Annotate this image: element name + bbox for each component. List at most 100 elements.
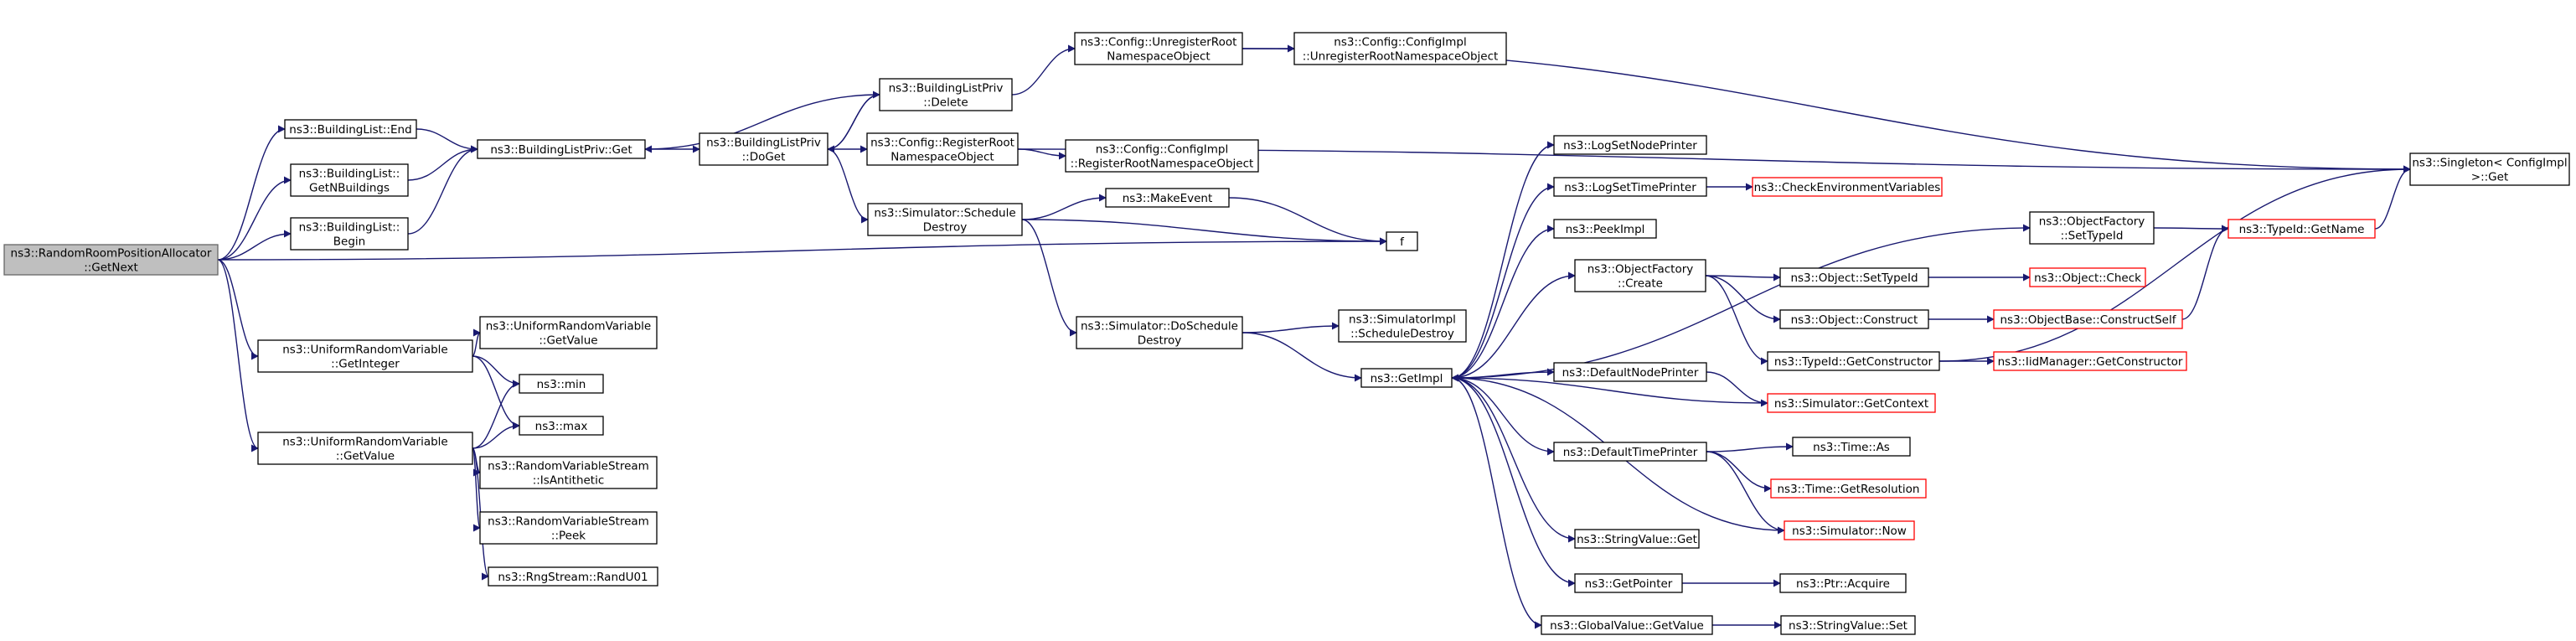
node-box[interactable] (1574, 529, 1700, 549)
node-strval-get[interactable]: ns3::StringValue::Get (1574, 529, 1700, 549)
node-rvs-anti[interactable]: ns3::RandomVariableStream::IsAntithetic (479, 456, 658, 489)
node-box[interactable] (1770, 478, 1927, 499)
node-make-event[interactable]: ns3::MakeEvent (1105, 188, 1230, 208)
node-box[interactable] (1105, 188, 1230, 208)
node-box[interactable] (1386, 231, 1418, 251)
node-cfg-reg[interactable]: ns3::Config::RegisterRootNamespaceObject (866, 132, 1019, 166)
node-box[interactable] (290, 163, 409, 197)
node-box[interactable] (257, 339, 473, 373)
node-box[interactable] (1784, 520, 1915, 540)
node-box[interactable] (479, 511, 658, 545)
node-peekimpl[interactable]: ns3::PeekImpl (1553, 219, 1657, 239)
node-of-create[interactable]: ns3::ObjectFactory::Create (1574, 259, 1706, 292)
node-getpointer[interactable]: ns3::GetPointer (1574, 573, 1683, 593)
node-min[interactable]: ns3::min (519, 374, 604, 394)
node-cfgimpl-unreg[interactable]: ns3::Config::ConfigImpl::UnregisterRootN… (1293, 32, 1507, 65)
node-box[interactable] (1553, 219, 1657, 239)
node-blp-get[interactable]: ns3::BuildingListPriv::Get (477, 139, 646, 159)
node-box[interactable] (1792, 437, 1911, 457)
node-box[interactable] (879, 78, 1013, 111)
node-box[interactable] (1293, 32, 1507, 65)
node-sim-sched[interactable]: ns3::Simulator::ScheduleDestroy (867, 203, 1023, 236)
node-bl-end[interactable]: ns3::BuildingList::End (284, 119, 417, 139)
node-obj-construct[interactable]: ns3::Object::Construct (1779, 309, 1929, 329)
node-strval-set[interactable]: ns3::StringValue::Set (1780, 615, 1916, 635)
node-log-node[interactable]: ns3::LogSetNodePrinter (1553, 135, 1707, 155)
node-box[interactable] (257, 432, 473, 465)
node-obj-check[interactable]: ns3::Object::Check (2029, 267, 2146, 287)
node-box[interactable] (3, 244, 219, 276)
node-box[interactable] (519, 374, 604, 394)
node-sim-getctx[interactable]: ns3::Simulator::GetContext (1767, 393, 1936, 413)
node-box[interactable] (1752, 177, 1943, 197)
node-cfg-unreg[interactable]: ns3::Config::UnregisterRootNamespaceObje… (1074, 32, 1243, 65)
node-box[interactable] (1780, 615, 1916, 635)
node-box[interactable] (1553, 362, 1707, 382)
node-box[interactable] (1767, 393, 1936, 413)
node-log-time[interactable]: ns3::LogSetTimePrinter (1553, 177, 1707, 197)
node-max[interactable]: ns3::max (519, 416, 604, 436)
node-box[interactable] (1767, 351, 1940, 371)
node-default-node[interactable]: ns3::DefaultNodePrinter (1553, 362, 1707, 382)
node-box[interactable] (479, 316, 658, 349)
node-box[interactable] (1574, 573, 1683, 593)
node-blp-doget[interactable]: ns3::BuildingListPriv::DoGet (699, 132, 829, 166)
node-box[interactable] (1553, 442, 1707, 462)
node-box[interactable] (477, 139, 646, 159)
node-blp-delete[interactable]: ns3::BuildingListPriv::Delete (879, 78, 1013, 111)
node-f[interactable]: f (1386, 231, 1418, 251)
node-box[interactable] (1779, 267, 1929, 287)
node-urv-getval2[interactable]: ns3::UniformRandomVariable::GetValue (479, 316, 658, 349)
node-box[interactable] (488, 566, 658, 587)
node-box[interactable] (290, 217, 409, 251)
node-box[interactable] (1574, 259, 1706, 292)
node-box[interactable] (479, 456, 658, 489)
node-time-as[interactable]: ns3::Time::As (1792, 437, 1911, 457)
node-singleton[interactable]: ns3::Singleton< ConfigImpl >::Get (2409, 152, 2570, 186)
node-urv-getint[interactable]: ns3::UniformRandomVariable::GetInteger (257, 339, 473, 373)
node-objbase-construct[interactable]: ns3::ObjectBase::ConstructSelf (1993, 309, 2183, 329)
node-box[interactable] (1553, 135, 1707, 155)
node-box[interactable] (1553, 177, 1707, 197)
node-cfgimpl-reg[interactable]: ns3::Config::ConfigImpl::RegisterRootNam… (1065, 139, 1259, 173)
node-box[interactable] (284, 119, 417, 139)
node-box[interactable] (1338, 309, 1467, 343)
node-box[interactable] (2228, 219, 2376, 239)
node-box[interactable] (699, 132, 829, 166)
node-typeid-getname[interactable]: ns3::TypeId::GetName (2228, 219, 2376, 239)
node-box[interactable] (1360, 368, 1453, 388)
node-box[interactable] (1779, 573, 1907, 593)
node-default-time[interactable]: ns3::DefaultTimePrinter (1553, 442, 1707, 462)
node-box[interactable] (1074, 32, 1243, 65)
node-gv-getval[interactable]: ns3::GlobalValue::GetValue (1541, 615, 1713, 635)
node-box[interactable] (1076, 316, 1243, 349)
node-box[interactable] (1993, 351, 2187, 371)
node-typeid-getctor[interactable]: ns3::TypeId::GetConstructor (1767, 351, 1940, 371)
node-ptr-acquire[interactable]: ns3::Ptr::Acquire (1779, 573, 1907, 593)
node-box[interactable] (1993, 309, 2183, 329)
node-time-getres[interactable]: ns3::Time::GetResolution (1770, 478, 1927, 499)
node-bl-begin[interactable]: ns3::BuildingList::Begin (290, 217, 409, 251)
node-box[interactable] (1541, 615, 1713, 635)
node-box[interactable] (2029, 267, 2146, 287)
node-box[interactable] (1779, 309, 1929, 329)
node-bl-getn[interactable]: ns3::BuildingList::GetNBuildings (290, 163, 409, 197)
node-of-settypeid[interactable]: ns3::ObjectFactory::SetTypeId (2029, 211, 2155, 245)
node-simimpl-sched[interactable]: ns3::SimulatorImpl::ScheduleDestroy (1338, 309, 1467, 343)
node-box[interactable] (866, 132, 1019, 166)
node-iidmgr-getctor[interactable]: ns3::IidManager::GetConstructor (1993, 351, 2187, 371)
node-box[interactable] (1065, 139, 1259, 173)
node-box[interactable] (2409, 152, 2570, 186)
node-rng-randu[interactable]: ns3::RngStream::RandU01 (488, 566, 658, 587)
node-getimpl[interactable]: ns3::GetImpl (1360, 368, 1453, 388)
node-obj-settypeid[interactable]: ns3::Object::SetTypeId (1779, 267, 1929, 287)
node-box[interactable] (867, 203, 1023, 236)
node-rvs-peek[interactable]: ns3::RandomVariableStream::Peek (479, 511, 658, 545)
node-sim-now[interactable]: ns3::Simulator::Now (1784, 520, 1915, 540)
node-box[interactable] (519, 416, 604, 436)
node-check-env[interactable]: ns3::CheckEnvironmentVariables (1752, 177, 1943, 197)
node-root[interactable]: ns3::RandomRoomPositionAllocator::GetNex… (3, 244, 219, 276)
node-box[interactable] (2029, 211, 2155, 245)
node-urv-getval[interactable]: ns3::UniformRandomVariable::GetValue (257, 432, 473, 465)
